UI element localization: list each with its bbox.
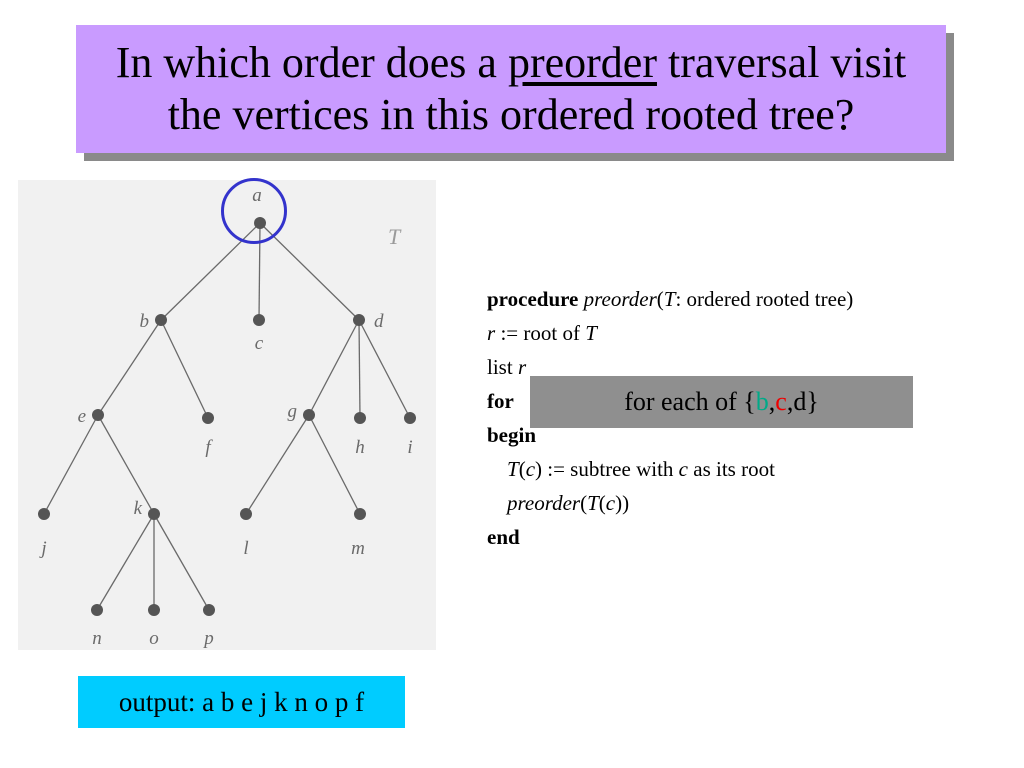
output-box: output: a b e j k n o p f	[78, 676, 405, 728]
tree-node-label-i: i	[407, 437, 412, 458]
title-line-1: In which order does a preorder traversal…	[115, 38, 907, 87]
tree-node-n	[91, 604, 103, 616]
tree-node-label-c: c	[255, 333, 264, 354]
current-node-highlight-circle	[221, 178, 287, 244]
slide-title: In which order does a preorder traversal…	[76, 25, 946, 153]
tree-node-k	[148, 508, 160, 520]
tree-node-m	[354, 508, 366, 520]
tree-node-g	[303, 409, 315, 421]
child-b: b	[755, 387, 769, 416]
tree-node-d	[353, 314, 365, 326]
tree-node-label-n: n	[92, 628, 102, 649]
code-line-procedure: procedure preorder(T: ordered rooted tre…	[487, 287, 854, 311]
tree-node-label-b: b	[140, 311, 150, 332]
tree-edge-e-j	[43, 414, 99, 515]
tree-edge-g-m	[308, 414, 361, 515]
tree-node-label-d: d	[374, 311, 384, 332]
tree-name-label: T	[388, 224, 402, 249]
code-line-begin: begin	[487, 423, 537, 447]
tree-node-e	[92, 409, 104, 421]
child-d: d	[793, 387, 807, 416]
tree-node-c	[253, 314, 265, 326]
tree-node-p	[203, 604, 215, 616]
tree-node-label-o: o	[149, 628, 159, 649]
child-c: c	[775, 387, 787, 416]
tree-node-f	[202, 412, 214, 424]
tree-node-label-j: j	[38, 538, 46, 559]
tree-node-h	[354, 412, 366, 424]
title-underlined-word: preorder	[507, 38, 657, 87]
code-line-for: for	[487, 389, 514, 413]
tree-node-l	[240, 508, 252, 520]
tree-edge-d-h	[358, 319, 361, 419]
tree-node-label-l: l	[243, 538, 248, 559]
tree-edge-e-k	[97, 414, 155, 515]
tree-edge-g-l	[245, 414, 310, 515]
code-line-root: r := root of T	[487, 321, 597, 345]
tree-node-label-m: m	[351, 538, 365, 559]
tree-edge-k-n	[96, 513, 155, 611]
tree-node-j	[38, 508, 50, 520]
for-each-children-overlay: for each of {b, c, d}	[530, 376, 913, 428]
code-line-list: list r	[487, 355, 527, 379]
tree-node-b	[155, 314, 167, 326]
tree-edges	[43, 222, 411, 611]
tree-node-o	[148, 604, 160, 616]
tree-edge-b-e	[97, 319, 162, 416]
pseudocode-block: procedure preorder(T: ordered rooted tre…	[487, 282, 1007, 554]
code-line-end: end	[487, 525, 520, 549]
tree-edge-a-d	[259, 222, 360, 321]
tree-node-i	[404, 412, 416, 424]
tree-node-label-f: f	[205, 437, 213, 458]
tree-node-label-p: p	[202, 628, 214, 649]
tree-edge-k-p	[153, 513, 210, 611]
title-line-2: the vertices in this ordered rooted tree…	[167, 90, 855, 139]
tree-node-label-k: k	[134, 498, 143, 519]
tree-edge-b-f	[160, 319, 209, 419]
tree-edge-d-i	[358, 319, 411, 419]
tree-node-label-e: e	[78, 406, 86, 427]
tree-nodes	[38, 217, 416, 616]
code-line-recursive-call: preorder(T(c))	[507, 491, 630, 515]
tree-node-label-g: g	[288, 401, 298, 422]
code-line-subtree: T(c) := subtree with c as its root	[507, 457, 775, 481]
tree-node-label-h: h	[355, 437, 365, 458]
tree-edge-d-g	[308, 319, 360, 416]
